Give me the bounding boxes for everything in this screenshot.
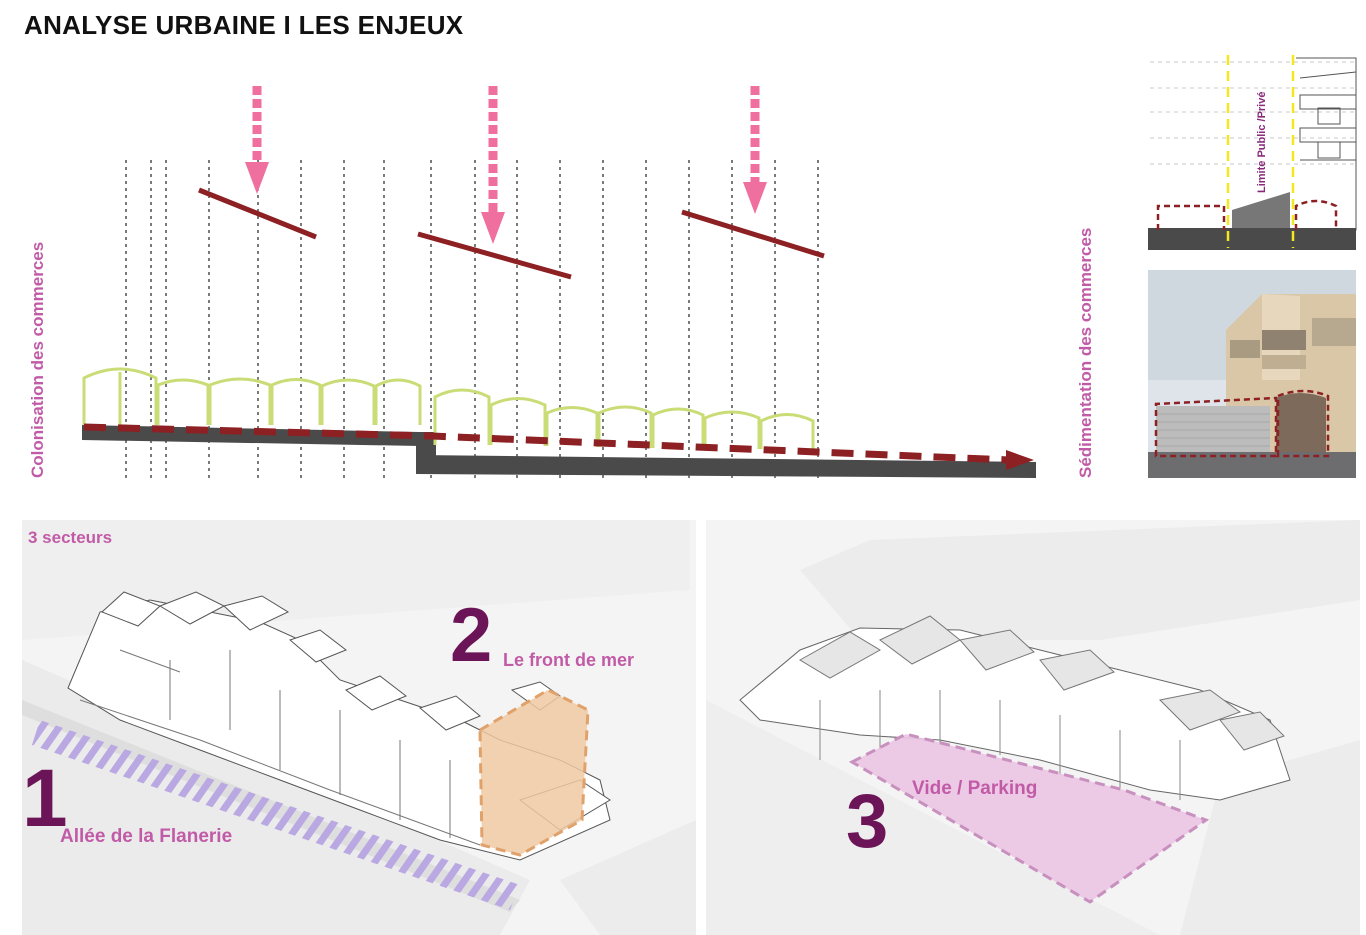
sector-3-zone <box>848 732 1210 904</box>
street-band-lower <box>416 455 1036 478</box>
canopy-bars <box>198 187 825 280</box>
sedimentation-arrow <box>83 423 1034 470</box>
sectors-heading: 3 secteurs <box>28 528 113 547</box>
section-detail-drawing <box>1148 48 1357 250</box>
sector-2-number: 2 <box>450 593 493 678</box>
colonisation-arrow-1 <box>245 86 269 194</box>
colonisation-arrow-2 <box>481 86 505 244</box>
colonisation-arrow-3 <box>743 86 767 214</box>
page-title: ANALYSE URBAINE I LES ENJEUX <box>24 10 464 40</box>
sector-3-number: 3 <box>846 779 889 864</box>
axonometric-map-left <box>22 520 696 935</box>
sector-1-label: Allée de la Flanerie <box>60 826 233 847</box>
limit-public-private-label: Limite Public /Privé <box>1256 91 1268 193</box>
storefront-arches <box>82 367 815 450</box>
axonometric-map-right <box>706 520 1360 935</box>
sector-1-number: 1 <box>22 753 68 844</box>
sector-3-label: Vide / Parking <box>912 778 1038 799</box>
storefront-photo <box>1148 270 1356 478</box>
sector-2-zone <box>478 688 590 857</box>
sector-2-label: Le front de mer <box>503 650 635 670</box>
